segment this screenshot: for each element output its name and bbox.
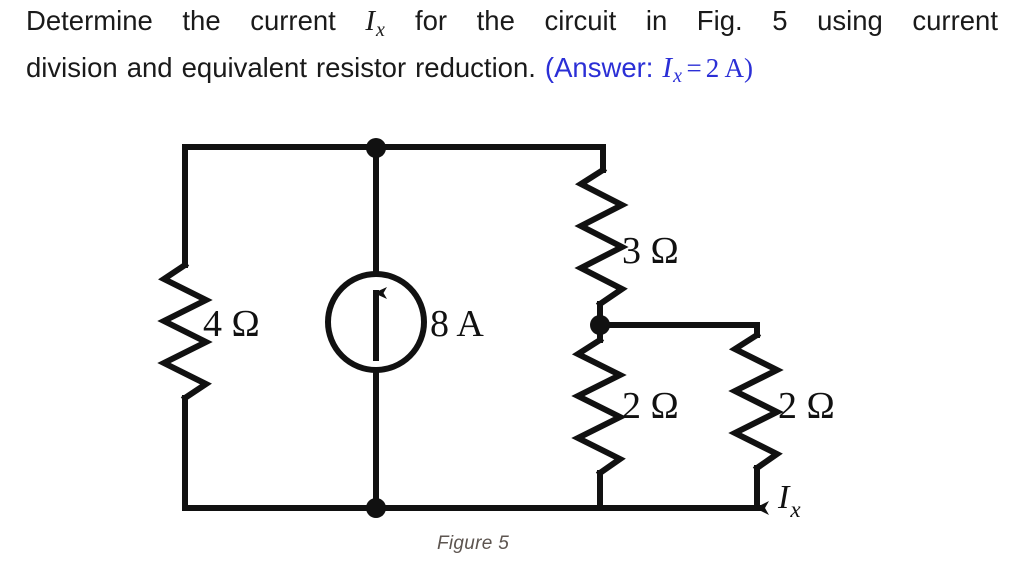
node-dot-bottom xyxy=(366,498,386,518)
node-dot-top xyxy=(366,138,386,158)
word: circuit xyxy=(544,5,617,36)
problem-line-2: division and equivalent resistor reducti… xyxy=(26,49,998,96)
resistor-3ohm-zigzag xyxy=(574,165,629,309)
label-current-ix: Ix xyxy=(777,479,801,522)
word: in xyxy=(645,5,668,36)
ix-subscript: x xyxy=(789,497,801,522)
variable-symbol: I xyxy=(365,5,376,37)
resistor-4ohm-zigzag xyxy=(157,260,213,403)
current-variable-ix: Ix xyxy=(365,3,385,49)
circuit-svg: 4 Ω 8 A 3 Ω 2 Ω 2 Ω Ix xyxy=(157,138,835,522)
resistor-2ohm-left-zigzag xyxy=(571,335,627,478)
answer-annotation: (Answer:Ix=2 A) xyxy=(545,49,753,96)
node-dot-middle-right xyxy=(590,315,610,335)
figure-number-reference: 5 xyxy=(772,5,788,36)
figure-caption: Figure 5 xyxy=(437,533,510,554)
word: the xyxy=(476,5,515,36)
word: and xyxy=(126,51,173,83)
problem-line-1: Determine the current Ix for the circuit… xyxy=(26,2,998,49)
word: current xyxy=(250,5,336,36)
resistor-2ohm-right-zigzag xyxy=(728,330,784,473)
answer-variable-ix: Ix xyxy=(662,51,683,88)
label-resistor-4ohm: 4 Ω xyxy=(203,303,260,345)
word: equivalent xyxy=(181,51,307,83)
word: current xyxy=(912,5,998,36)
word: Determine xyxy=(26,5,153,36)
label-resistor-3ohm: 3 Ω xyxy=(622,230,679,272)
equals-sign: = xyxy=(686,52,702,83)
answer-value: 2 A) xyxy=(705,52,753,83)
word: using xyxy=(817,5,883,36)
word: for xyxy=(415,5,448,36)
problem-statement: Determine the current Ix for the circuit… xyxy=(26,2,998,95)
variable-subscript: x xyxy=(673,65,683,88)
variable-symbol: I xyxy=(662,51,673,84)
circuit-diagram: 4 Ω 8 A 3 Ω 2 Ω 2 Ω Ix xyxy=(0,108,1024,538)
word: division xyxy=(26,51,118,83)
label-resistor-2ohm-left: 2 Ω xyxy=(622,385,679,427)
word: Fig. xyxy=(696,5,743,36)
ix-symbol: I xyxy=(777,479,791,516)
word: the xyxy=(182,5,221,36)
label-resistor-2ohm-right: 2 Ω xyxy=(778,385,835,427)
answer-prefix: (Answer: xyxy=(544,51,654,83)
word: resistor xyxy=(315,51,407,83)
label-current-source-8a: 8 A xyxy=(430,303,484,345)
word: reduction. xyxy=(415,51,536,83)
variable-subscript: x xyxy=(376,18,386,41)
